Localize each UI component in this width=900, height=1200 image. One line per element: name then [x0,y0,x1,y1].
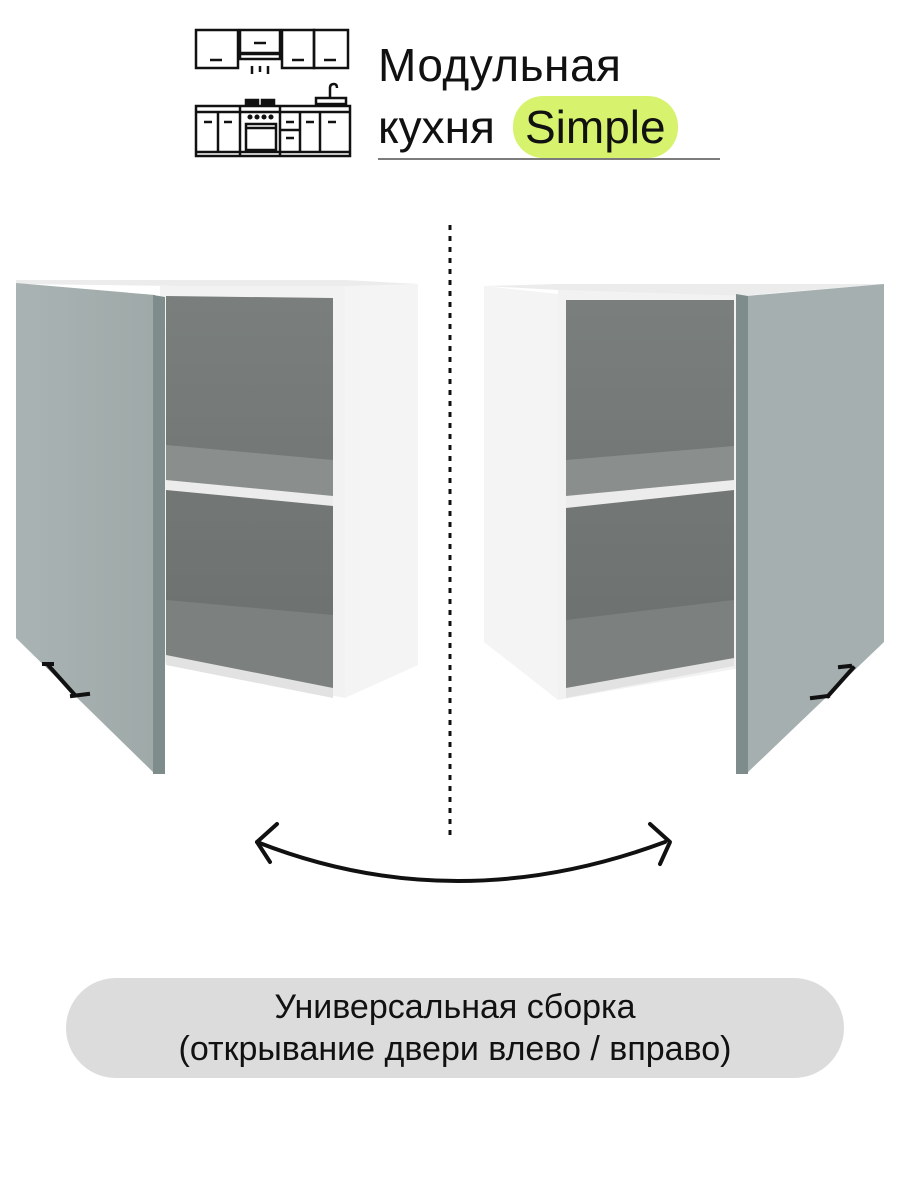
cabinet-right-door-image [484,284,884,774]
brand-highlight-badge: Simple [512,96,678,158]
caption-line-1: Универсальная сборка [274,988,636,1026]
brand-subtitle: кухня Simple [378,96,678,158]
brand-highlight-text: Simple [524,101,666,153]
brand-underline [378,158,720,160]
kitchen-set-icon [194,28,352,158]
assembly-caption-badge: Универсальная сборка (открывание двери в… [66,978,844,1078]
brand-word: кухня [378,101,495,153]
dotted-divider [448,225,452,835]
caption-line-2: (открывание двери влево / вправо) [178,1030,732,1068]
brand-title: Модульная [378,39,622,91]
cabinet-left-door-image [16,280,418,774]
double-arrow-icon [255,822,672,883]
